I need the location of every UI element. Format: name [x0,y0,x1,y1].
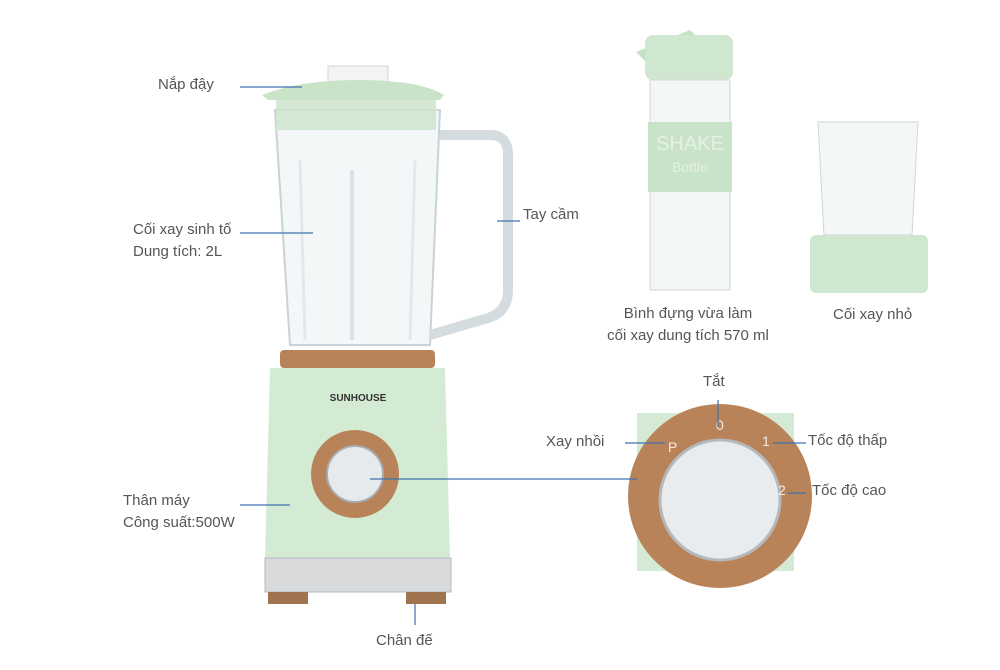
blender-base: SUNHOUSE [264,350,452,604]
label-off: Tắt [703,373,725,390]
svg-text:1: 1 [762,433,770,449]
leader-lines [240,86,806,625]
label-jar-capacity: Dung tích: 2L [133,243,223,260]
blender-jar [273,109,513,346]
label-bottle-line2: cối xay dung tích 570 ml [607,327,769,344]
brand-logo: SUNHOUSE [330,393,387,404]
label-jar-name: Cối xay sinh tố [133,221,232,238]
label-high-speed: Tốc độ cao [812,482,887,499]
label-pulse: Xay nhồi [546,433,605,450]
travel-bottle: SHAKE Bottle [636,30,733,291]
label-feet: Chân đế [376,632,433,649]
label-bottle-line1: Bình đựng vừa làm [623,305,753,322]
svg-text:SHAKE: SHAKE [656,133,724,155]
label-handle: Tay cầm [523,206,579,223]
svg-text:P: P [668,439,677,455]
label-small-jar: Cối xay nhỏ [833,306,913,323]
label-low-speed: Tốc độ thấp [808,432,888,449]
small-grinder-jar [810,121,928,293]
svg-text:0: 0 [716,417,724,433]
label-lid: Nắp đậy [158,76,214,93]
label-power: Công suất:500W [123,514,235,531]
label-body: Thân máy [123,492,190,509]
blender-lid [262,65,444,130]
knob-closeup: P 0 1 2 [628,404,812,588]
svg-text:2: 2 [778,482,786,498]
svg-text:Bottle: Bottle [672,159,708,175]
